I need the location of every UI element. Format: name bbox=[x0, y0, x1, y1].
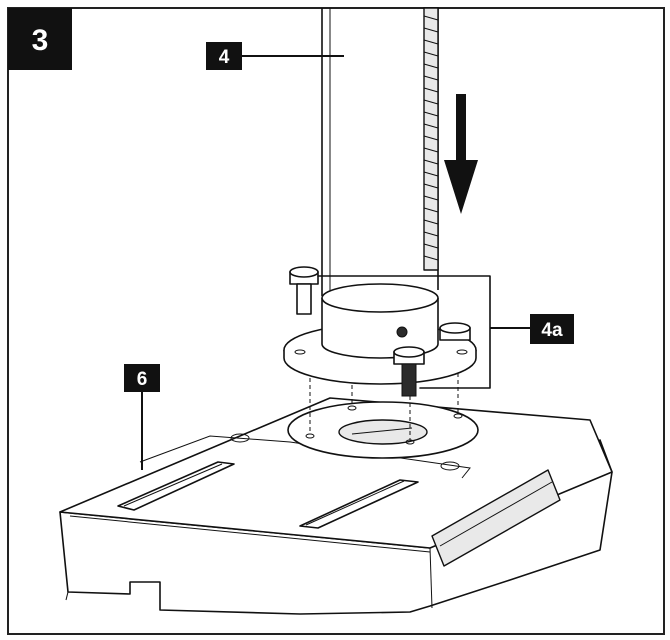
label-flange-text: 4a bbox=[541, 320, 563, 341]
label-base: 6 bbox=[124, 364, 160, 392]
figure-frame bbox=[7, 7, 665, 635]
label-flange: 4a bbox=[530, 314, 574, 344]
label-column-text: 4 bbox=[219, 47, 230, 68]
column-flange bbox=[283, 266, 491, 397]
figure-number-badge: 3 bbox=[8, 8, 72, 70]
figure-number: 3 bbox=[32, 24, 49, 57]
hex-bolt bbox=[439, 322, 471, 341]
callouts bbox=[141, 55, 530, 470]
hex-bolt bbox=[393, 346, 425, 397]
label-column: 4 bbox=[206, 42, 242, 70]
down-arrow-icon bbox=[444, 94, 478, 214]
label-base-text: 6 bbox=[137, 369, 148, 390]
column bbox=[321, 7, 439, 296]
base-plate bbox=[59, 397, 613, 615]
hex-bolt bbox=[289, 266, 319, 315]
